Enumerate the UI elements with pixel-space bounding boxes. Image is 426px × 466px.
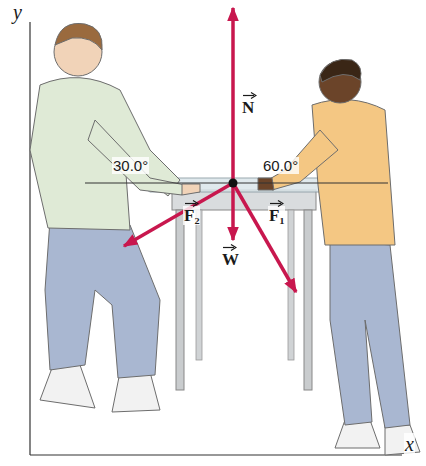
vector-arrow	[184, 200, 199, 207]
table	[130, 178, 345, 390]
force-label: F₂	[183, 206, 200, 225]
angle-label-box: 60.0°	[262, 158, 299, 173]
vector-arrow	[222, 244, 237, 251]
force-vectors	[124, 8, 296, 292]
axis-label-box: x	[404, 434, 415, 454]
vector-arrow	[242, 92, 257, 99]
force-label-box: F₂	[183, 200, 200, 224]
force-label: N	[241, 98, 255, 117]
force-label: W	[221, 250, 240, 269]
angle-label-box: 30.0°	[112, 158, 149, 173]
right-boy	[258, 59, 420, 455]
force-label-box: F₁	[268, 200, 285, 224]
axis-label-box: y	[12, 2, 23, 22]
angle-label: 60.0°	[262, 157, 299, 174]
vector-arrow	[269, 200, 284, 207]
axis-label: y	[12, 1, 23, 23]
force-label-box: W	[221, 244, 240, 268]
force-label: F₁	[268, 206, 285, 225]
axis-label: x	[404, 433, 415, 455]
force-label-box: N	[241, 92, 255, 116]
origin-dot	[229, 179, 238, 188]
angle-label: 30.0°	[112, 157, 149, 174]
